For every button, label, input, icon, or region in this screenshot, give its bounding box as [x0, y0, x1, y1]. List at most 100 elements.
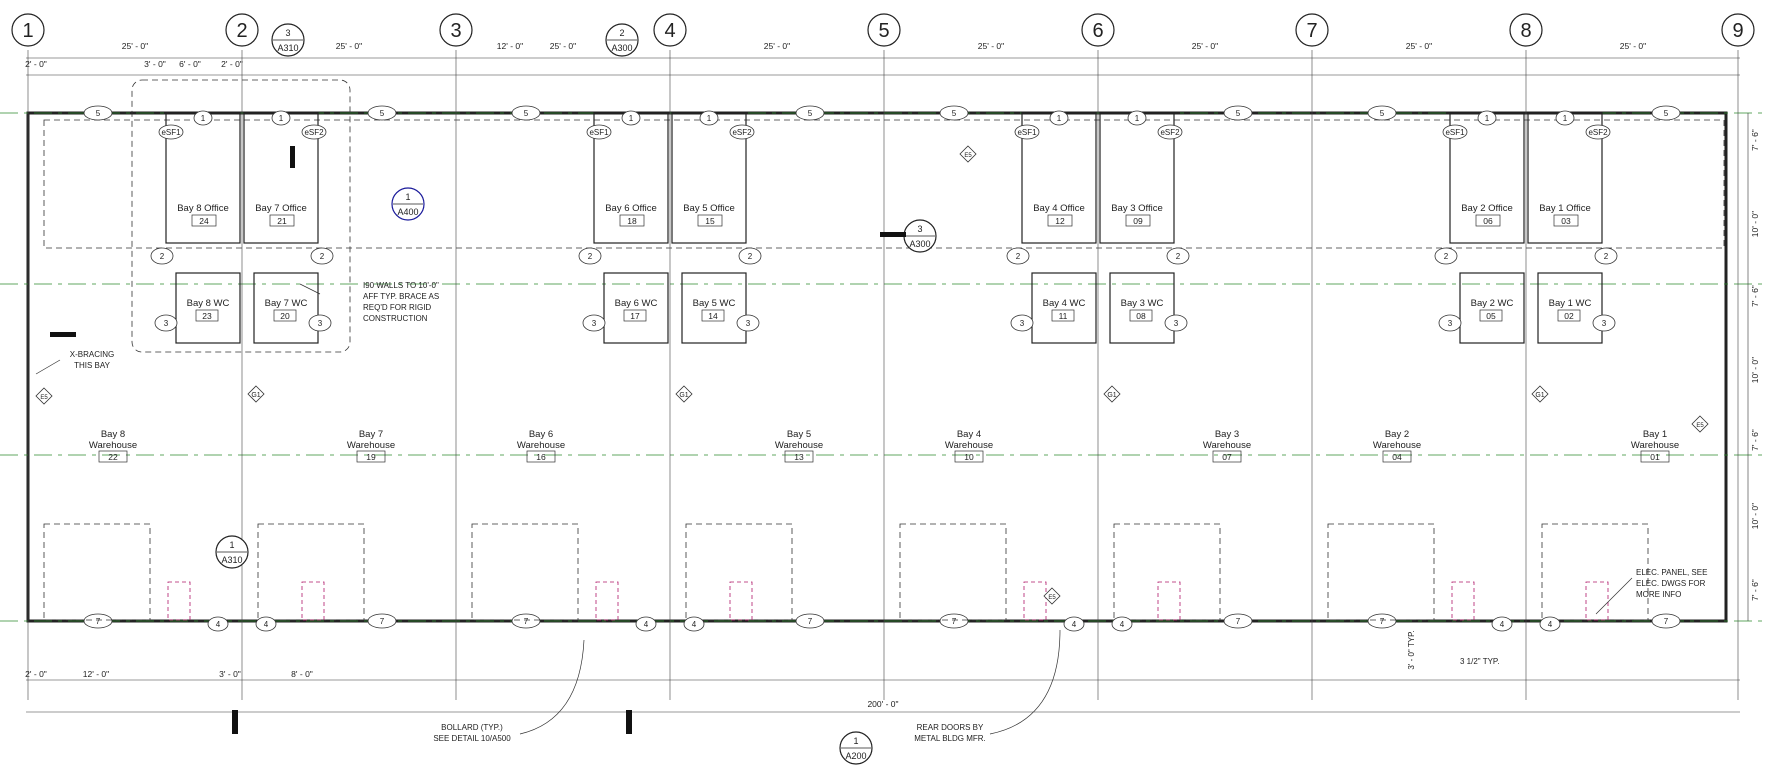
section-ref-number: 1 — [853, 736, 858, 746]
storefront-tag-label: eSF1 — [589, 128, 609, 137]
door-tag-front: 1 — [1049, 110, 1069, 126]
room-number: 19 — [366, 452, 376, 462]
room-number: 18 — [627, 216, 637, 226]
note-typ-offset: 3 1/2" TYP. — [1460, 657, 1499, 666]
note-rear-doors: REAR DOORS BY — [917, 723, 984, 732]
window-tag-label: 5 — [808, 109, 813, 118]
door-tag-front: 1 — [271, 110, 291, 126]
room-number: 24 — [199, 216, 209, 226]
room-number: 05 — [1486, 311, 1496, 321]
overhead-door-tag: 7 — [511, 613, 541, 629]
door-tag-rear: 4 — [1111, 616, 1133, 632]
note-elec-panel: ELEC. PANEL, SEE — [1636, 568, 1707, 577]
top-dimension-label: 3' - 0" — [144, 59, 166, 69]
door-tag-wc: 3 — [1592, 314, 1616, 332]
loading-zone-outline — [257, 523, 365, 621]
note-walls: REQ'D FOR RIGID — [363, 303, 431, 312]
loading-zone-outline — [1113, 523, 1221, 621]
top-dimension-label: 2' - 0" — [25, 59, 47, 69]
wc-walls — [603, 272, 669, 344]
door-tag-rear: 4 — [635, 616, 657, 632]
room-number: 16 — [536, 452, 546, 462]
top-dimension-label: 25' - 0" — [1620, 41, 1646, 51]
room-number: 02 — [1564, 311, 1574, 321]
section-ref-number: 2 — [619, 28, 624, 38]
equipment-tag: E5 — [959, 145, 977, 163]
column-marker — [880, 232, 906, 237]
wc-walls — [1459, 272, 1525, 344]
window-tag: 5 — [1367, 105, 1397, 121]
room-number-box — [1051, 309, 1075, 322]
room-number: 10 — [964, 452, 974, 462]
room-name-office: Bay 5 Office — [683, 203, 735, 214]
bottom-dimension-label: 12' - 0" — [83, 669, 109, 679]
column-marker — [290, 146, 295, 168]
door-tag-front: 1 — [1477, 110, 1497, 126]
room-name-warehouse: Warehouse — [1203, 440, 1251, 451]
window-tag: 5 — [367, 105, 397, 121]
door-tag-office: 2 — [578, 247, 602, 265]
door-tag-label: 3 — [164, 319, 169, 328]
room-number: 14 — [708, 311, 718, 321]
door-tag-label: 2 — [588, 252, 593, 261]
door-tag-office: 2 — [310, 247, 334, 265]
bollard-marker — [232, 710, 238, 734]
room-name-office: Bay 2 Office — [1461, 203, 1513, 214]
grid-label: 8 — [1520, 20, 1531, 42]
door-tag-label: 1 — [1057, 114, 1062, 123]
room-number-box — [1553, 214, 1579, 227]
storefront-tag-label: eSF1 — [161, 128, 181, 137]
window-tag: 5 — [939, 105, 969, 121]
window-tag-label: 5 — [1236, 109, 1241, 118]
overhead-door-tag-label: 7 — [808, 617, 813, 626]
note-elec-panel: MORE INFO — [1636, 590, 1681, 599]
grid-bubble-1: 1 — [11, 13, 45, 47]
room-number: 08 — [1136, 311, 1146, 321]
room-number-box — [526, 450, 556, 463]
room-number-box — [1479, 309, 1503, 322]
right-dimension-label: 7' - 6" — [1750, 429, 1760, 451]
window-tag: 5 — [511, 105, 541, 121]
room-number-box — [356, 450, 386, 463]
door-tag-label: 4 — [1072, 620, 1077, 629]
leader-line — [1595, 577, 1633, 615]
grid-bubble-5: 5 — [867, 13, 901, 47]
grid-label: 5 — [878, 20, 889, 42]
overhead-door-tag-label: 7 — [1236, 617, 1241, 626]
equipment-tag-label: E5 — [40, 395, 48, 401]
door-tag-office: 2 — [150, 247, 174, 265]
electrical-panel-outline — [1585, 581, 1609, 621]
door-tag-label: 4 — [216, 620, 221, 629]
room-number-box — [191, 214, 217, 227]
electrical-panel-outline — [301, 581, 325, 621]
room-name-warehouse: Warehouse — [945, 440, 993, 451]
door-tag-office: 2 — [1166, 247, 1190, 265]
grid-bubble-7: 7 — [1295, 13, 1329, 47]
room-number: 12 — [1055, 216, 1065, 226]
storefront-tag-label: eSF2 — [304, 128, 324, 137]
door-tag-front: 1 — [1555, 110, 1575, 126]
partition-tag-label: G1 — [679, 392, 688, 399]
equipment-tag: E5 — [1691, 415, 1709, 433]
door-tag-label: 4 — [264, 620, 269, 629]
wc-walls — [253, 272, 319, 344]
storefront-tag-label: eSF2 — [732, 128, 752, 137]
wc-walls — [681, 272, 747, 344]
leader-line — [299, 283, 321, 295]
partition-tag: G1 — [247, 385, 265, 403]
note-walls: CONSTRUCTION — [363, 314, 428, 323]
door-tag-label: 3 — [1020, 319, 1025, 328]
room-number-box — [697, 214, 723, 227]
room-name-wc: Bay 5 WC — [693, 298, 736, 309]
room-number-box — [1129, 309, 1153, 322]
door-tag-rear: 4 — [207, 616, 229, 632]
electrical-panel-outline — [1023, 581, 1047, 621]
door-tag-label: 1 — [201, 114, 206, 123]
